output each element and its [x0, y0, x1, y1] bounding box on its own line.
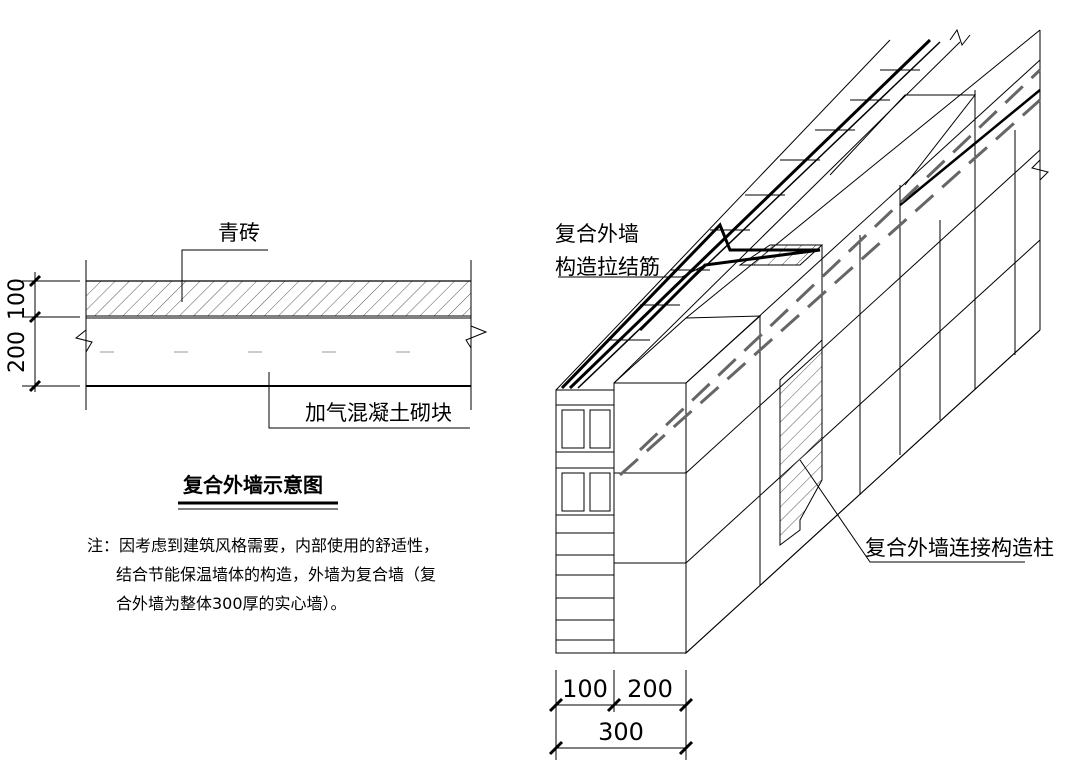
- iso-block-top-1: [613, 315, 762, 384]
- section-title: 复合外墙示意图: [182, 473, 323, 497]
- leader-column: [799, 459, 1025, 563]
- leader-tie: [558, 264, 706, 278]
- dim-label-100: 100: [5, 278, 30, 320]
- iso-top-edge-inner: [613, 41, 961, 384]
- dim-label-iso-100: 100: [562, 675, 608, 703]
- dim-label-200: 200: [5, 331, 30, 373]
- leader-brick: [181, 249, 268, 302]
- dim-tick-b1: [606, 697, 622, 713]
- label-tie-bar: 构造拉结筋: [555, 255, 660, 279]
- note-line-1: 注：因考虑到建筑风格需要，内部使用的舒适性，: [87, 536, 439, 555]
- note-line-2: 结合节能保温墙体的构造，外墙为复合墙（复: [116, 565, 436, 584]
- iso-dashed-2: [638, 68, 1042, 452]
- label-aac: 加气混凝土砌块: [305, 401, 452, 425]
- iso-course-2: [685, 239, 1041, 564]
- iso-block-top-2: [829, 94, 977, 186]
- label-column: 复合外墙连接构造柱: [865, 536, 1054, 560]
- dim-label-iso-300: 300: [598, 718, 644, 746]
- iso-tie-bar-2: [568, 38, 932, 390]
- iso-side-bottom: [685, 329, 1041, 654]
- label-composite-wall: 复合外墙: [555, 222, 639, 246]
- iso-top-edge-outer: [555, 39, 891, 391]
- dim-tick-a1: [548, 697, 564, 713]
- iso-block-face: [613, 382, 687, 654]
- wall-isometric: [555, 28, 1049, 655]
- iso-tie-ladder: [610, 69, 920, 341]
- label-brick: 青砖: [218, 221, 260, 245]
- dim-tick-c2: [678, 740, 694, 756]
- dim-tick-bot: [28, 379, 42, 393]
- iso-back-edge: [685, 29, 1041, 319]
- iso-course-1: [685, 149, 1041, 474]
- dim-tick-a2: [548, 740, 564, 756]
- iso-break-top: [949, 28, 971, 47]
- iso-brick-face: [555, 389, 615, 654]
- break-line-left: [74, 316, 93, 386]
- iso-tie-bar-4: [899, 89, 1041, 206]
- iso-column: [779, 338, 823, 546]
- dim-label-iso-200: 200: [627, 675, 673, 703]
- dim-tick-c1: [678, 697, 694, 713]
- dim-tick-top: [28, 274, 42, 288]
- iso-tie-bar-1: [560, 222, 821, 390]
- leader-aac: [268, 372, 470, 429]
- brick-layer: [86, 281, 471, 316]
- iso-break-right: [1031, 159, 1049, 181]
- wall-section-plan: 100 200 青砖 加气混凝土砌块 复合外墙示意图 注：因考虑到建筑风格需要，…: [5, 221, 488, 613]
- iso-brick-courses: [556, 404, 614, 641]
- break-line-right: [465, 316, 488, 386]
- iso-dimensions: [548, 670, 694, 760]
- note-line-3: 合外墙为整体300厚的实心墙）。: [116, 594, 347, 613]
- iso-dashed-1: [619, 98, 1041, 477]
- dim-tick-mid: [28, 310, 42, 324]
